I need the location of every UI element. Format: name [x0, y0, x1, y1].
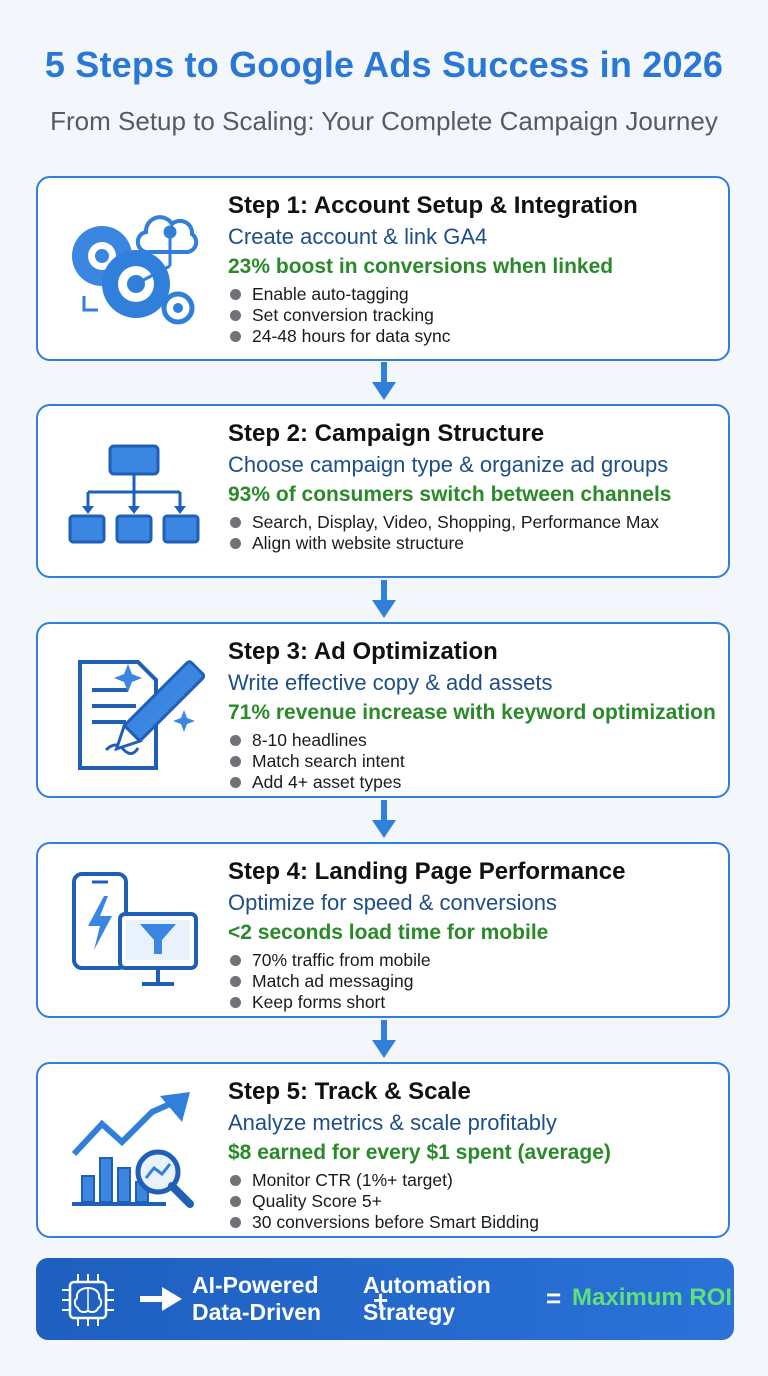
banner-term-1-line-2: Data-Driven	[192, 1299, 322, 1325]
arrow-down-icon	[372, 580, 396, 618]
list-item: Match search intent	[228, 751, 718, 772]
list-item: Keep forms short	[228, 992, 718, 1013]
list-item: Quality Score 5+	[228, 1191, 718, 1212]
step-card-1: Step 1: Account Setup & Integration Crea…	[36, 176, 730, 361]
step-card-4: Step 4: Landing Page Performance Optimiz…	[36, 842, 730, 1018]
step-title: Step 3: Ad Optimization	[228, 638, 498, 665]
banner-term-2-line-1: Automation	[363, 1272, 491, 1298]
mobile-desktop-funnel-icon	[66, 870, 206, 1000]
step-subtitle: Write effective copy & add assets	[228, 670, 553, 695]
list-item: Search, Display, Video, Shopping, Perfor…	[228, 512, 718, 533]
list-item: 8-10 headlines	[228, 730, 718, 751]
step-stat: 23% boost in conversions when linked	[228, 255, 614, 278]
list-item: Enable auto-tagging	[228, 284, 718, 305]
step-title: Step 2: Campaign Structure	[228, 420, 545, 447]
step-title: Step 1: Account Setup & Integration	[228, 192, 638, 219]
page-subtitle: From Setup to Scaling: Your Complete Cam…	[50, 106, 718, 136]
list-item: 30 conversions before Smart Bidding	[228, 1212, 718, 1233]
step-stat: 71% revenue increase with keyword optimi…	[228, 701, 716, 724]
banner-term-2-line-2: Strategy	[363, 1299, 456, 1325]
list-item: Align with website structure	[228, 533, 718, 554]
step-stat: 93% of consumers switch between channels	[228, 483, 672, 506]
arrow-right-icon	[140, 1287, 182, 1311]
banner-term-1: AI-Powered Data-Driven	[192, 1272, 321, 1326]
step-title: Step 5: Track & Scale	[228, 1078, 471, 1105]
step-stat: <2 seconds load time for mobile	[228, 921, 549, 944]
gears-cloud-icon	[66, 204, 206, 334]
document-pencil-icon	[66, 650, 206, 780]
ai-brain-chip-icon	[62, 1274, 114, 1326]
arrow-down-icon	[372, 800, 396, 838]
step-bullets: 8-10 headlines Match search intent Add 4…	[228, 730, 718, 793]
step-bullets: Monitor CTR (1%+ target) Quality Score 5…	[228, 1170, 718, 1233]
list-item: Match ad messaging	[228, 971, 718, 992]
step-card-5: Step 5: Track & Scale Analyze metrics & …	[36, 1062, 730, 1238]
arrow-down-icon	[372, 1020, 396, 1058]
list-item: Monitor CTR (1%+ target)	[228, 1170, 718, 1191]
plus-sign: +	[373, 1285, 389, 1315]
step-subtitle: Analyze metrics & scale profitably	[228, 1110, 557, 1135]
banner-term-2: Automation Strategy	[363, 1272, 491, 1326]
step-bullets: Enable auto-tagging Set conversion track…	[228, 284, 718, 347]
step-card-2: Step 2: Campaign Structure Choose campai…	[36, 404, 730, 578]
step-subtitle: Optimize for speed & conversions	[228, 890, 557, 915]
arrow-down-icon	[372, 362, 396, 400]
list-item: 24-48 hours for data sync	[228, 326, 718, 347]
hierarchy-icon	[66, 430, 206, 560]
step-subtitle: Choose campaign type & organize ad group…	[228, 452, 669, 477]
banner-result: Maximum ROI	[572, 1284, 733, 1311]
step-bullets: 70% traffic from mobile Match ad messagi…	[228, 950, 718, 1013]
page-title: 5 Steps to Google Ads Success in 2026	[44, 44, 724, 85]
step-stat: $8 earned for every $1 spent (average)	[228, 1141, 611, 1164]
list-item: Add 4+ asset types	[228, 772, 718, 793]
list-item: Set conversion tracking	[228, 305, 718, 326]
equals-sign: =	[546, 1283, 562, 1313]
step-card-3: Step 3: Ad Optimization Write effective …	[36, 622, 730, 798]
summary-banner: AI-Powered Data-Driven + Automation Stra…	[36, 1258, 734, 1340]
banner-term-1-line-1: AI-Powered	[192, 1272, 319, 1298]
growth-chart-magnifier-icon	[66, 1092, 206, 1222]
step-bullets: Search, Display, Video, Shopping, Perfor…	[228, 512, 718, 554]
step-title: Step 4: Landing Page Performance	[228, 858, 626, 885]
step-subtitle: Create account & link GA4	[228, 224, 488, 249]
list-item: 70% traffic from mobile	[228, 950, 718, 971]
